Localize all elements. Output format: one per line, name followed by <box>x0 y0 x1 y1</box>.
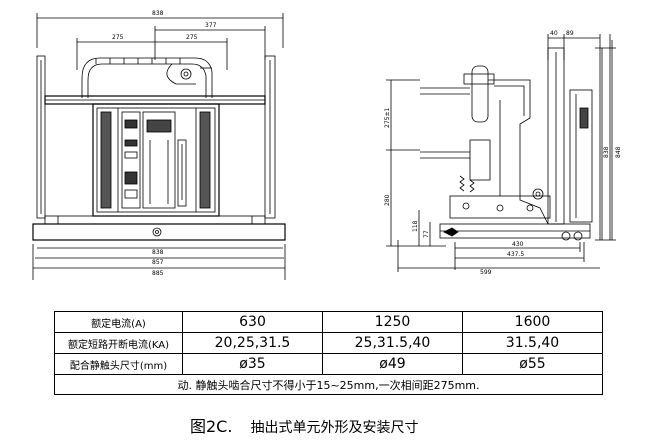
table-note: 动. 静触头啮合尺寸不得小于15~25mm,一次相间距275mm. <box>54 374 603 395</box>
side-view <box>386 34 616 272</box>
table-cell: ø49 <box>322 353 463 375</box>
row-label: 配合静触头尺寸(mm) <box>54 353 183 375</box>
row-label: 额定电流(A) <box>54 311 183 333</box>
front-dim-bottom-2: 857 <box>152 259 164 266</box>
front-dim-bottom-3: 885 <box>152 270 164 277</box>
figure-title: 抽出式单元外形及安装尺寸 <box>250 420 419 436</box>
side-dim-base-1: 118 <box>412 220 419 232</box>
table-cell: 20,25,31.5 <box>182 332 323 354</box>
table-row: 配合静触头尺寸(mm) ø35 ø49 ø55 <box>54 353 603 375</box>
technical-drawing: 838 377 275 275 838 857 885 40 89 275±1 … <box>32 10 622 280</box>
table-row: 动. 静触头啮合尺寸不得小于15~25mm,一次相间距275mm. <box>54 374 603 395</box>
front-dim-bottom-1: 838 <box>152 249 164 256</box>
table-cell: 1250 <box>322 311 463 333</box>
spec-table: 额定电流(A) 630 1250 1600 额定短路开断电流(KA) 20,25… <box>54 311 603 395</box>
table-row: 额定电流(A) 630 1250 1600 <box>54 311 603 333</box>
figure-caption: 图2C. 抽出式单元外形及安装尺寸 <box>190 413 418 437</box>
front-dim-overall-top: 838 <box>152 10 164 17</box>
figure-number: 图2C. <box>190 417 233 436</box>
side-dim-upper-height: 275±1 <box>384 108 391 128</box>
row-label: 额定短路开断电流(KA) <box>54 332 183 354</box>
table-cell: 31.5,40 <box>462 332 603 354</box>
table-cell: ø55 <box>462 353 603 375</box>
front-dim-span-right: 275 <box>186 34 198 41</box>
side-dim-overall-width: 599 <box>480 269 492 276</box>
table-row: 额定短路开断电流(KA) 20,25,31.5 25,31.5,40 31.5,… <box>54 332 603 354</box>
table-cell: 1600 <box>462 311 603 333</box>
side-dim-base-2: 77 <box>423 230 430 238</box>
side-dim-height-1: 838 <box>603 146 610 158</box>
side-dim-top-left: 40 <box>550 30 558 37</box>
side-dim-base-width-1: 430 <box>512 241 524 248</box>
side-dim-height-2: 848 <box>615 146 622 158</box>
table-cell: 25,31.5,40 <box>322 332 463 354</box>
side-dim-base-width-2: 437.5 <box>507 251 524 258</box>
front-view <box>32 13 286 280</box>
table-cell: ø35 <box>182 353 323 375</box>
front-dim-offset-right: 377 <box>205 22 217 29</box>
front-dim-span-left: 275 <box>112 34 124 41</box>
side-dim-lower-height: 280 <box>384 194 391 206</box>
side-dim-top-right: 89 <box>566 30 574 37</box>
table-cell: 630 <box>182 311 323 333</box>
